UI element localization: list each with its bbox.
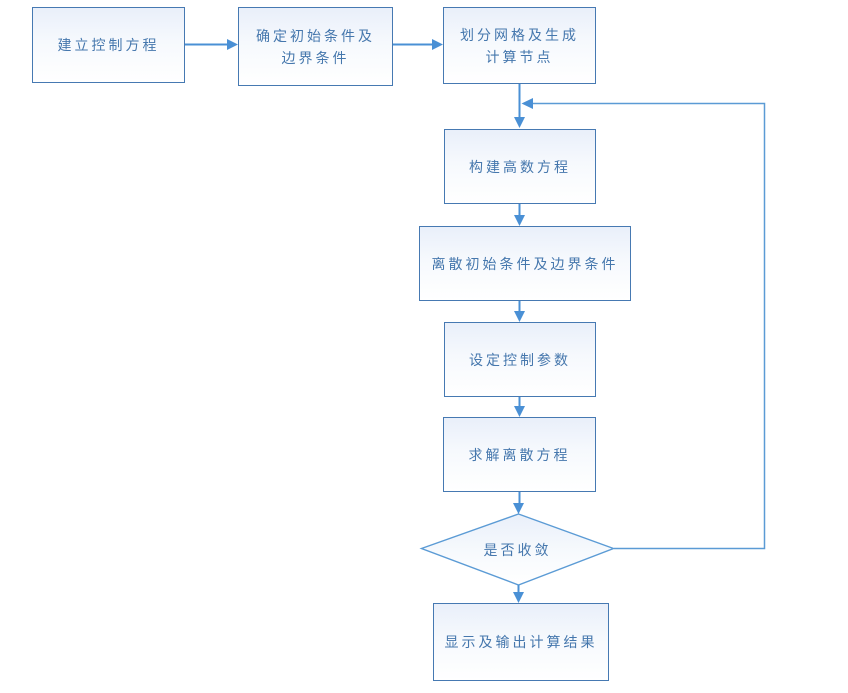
- arrowhead-down-icon: [513, 503, 524, 514]
- arrowhead-down-icon: [514, 215, 525, 226]
- node-label: 划分网格及生成计算节点: [460, 26, 579, 65]
- process-set-control-parameters: 设定控制参数: [444, 322, 596, 397]
- node-label: 显示及输出计算结果: [444, 634, 598, 650]
- process-build-equations: 构建高数方程: [444, 129, 596, 204]
- arrowhead-left-icon: [521, 98, 533, 109]
- process-display-output-results: 显示及输出计算结果: [433, 603, 609, 681]
- process-initial-boundary-conditions: 确定初始条件及边界条件: [238, 7, 393, 86]
- node-label: 是否收敛: [483, 541, 552, 558]
- node-label: 设定控制参数: [469, 351, 571, 368]
- process-discretize-conditions: 离散初始条件及边界条件: [419, 226, 631, 301]
- arrowhead-down-icon: [514, 117, 525, 128]
- arrowhead-right-icon: [227, 39, 238, 50]
- node-label: 确定初始条件及边界条件: [256, 27, 375, 66]
- decision-convergence-label: 是否收敛: [421, 514, 614, 585]
- arrowhead-right-icon: [432, 39, 443, 50]
- process-mesh-generation: 划分网格及生成计算节点: [443, 7, 596, 84]
- arrowhead-down-icon: [514, 311, 525, 322]
- node-label: 构建高数方程: [469, 158, 571, 175]
- process-solve-discrete-equations: 求解离散方程: [443, 417, 596, 492]
- process-establish-governing-equations: 建立控制方程: [32, 7, 185, 83]
- node-label: 求解离散方程: [468, 446, 571, 463]
- arrowhead-down-icon: [514, 406, 525, 417]
- arrowhead-down-icon: [513, 592, 524, 603]
- node-label: 建立控制方程: [57, 37, 160, 53]
- node-label: 离散初始条件及边界条件: [431, 255, 619, 272]
